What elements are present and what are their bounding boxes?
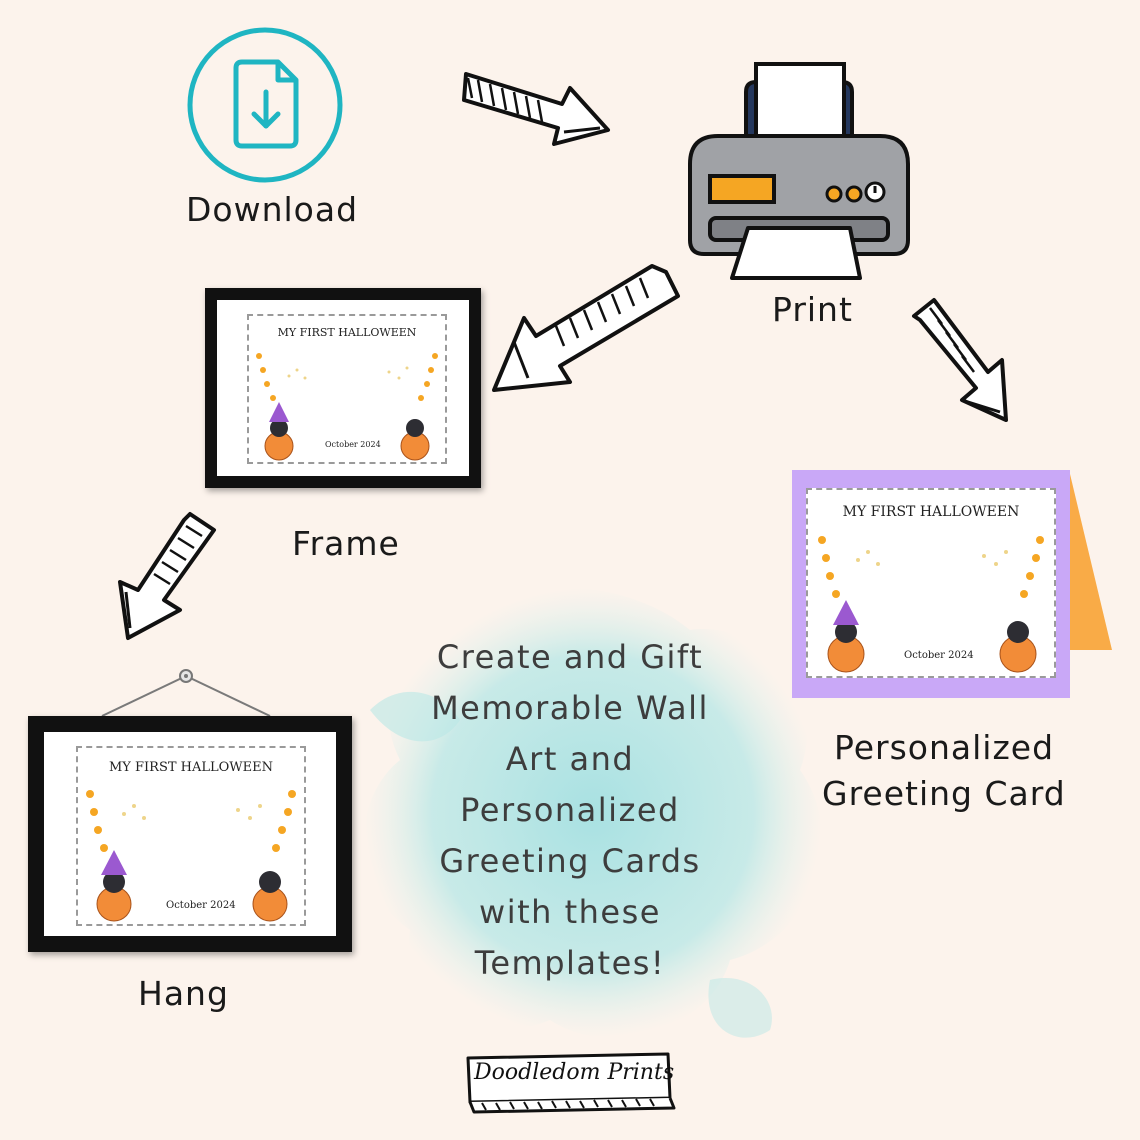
sketch-arrow-icon: [118, 512, 216, 640]
hang-label: Hang: [138, 974, 229, 1013]
candy-corn-decoration: [256, 353, 438, 461]
brand-name: Doodledom Prints: [474, 1060, 675, 1085]
sketch-arrow-icon: [492, 264, 680, 392]
card-label-line2: Greeting Card: [822, 774, 1066, 813]
template-date: October 2024: [325, 440, 381, 449]
printer-icon: [688, 62, 910, 280]
hanging-framed-print: MY FIRST HALLOWEEN October 2024: [28, 716, 352, 952]
template-title: MY FIRST HALLOWEEN: [277, 326, 417, 339]
center-message-line: Personalized: [460, 791, 680, 829]
print-label: Print: [772, 290, 853, 329]
halloween-template: MY FIRST HALLOWEEN October 2024: [76, 746, 306, 926]
halloween-template: MY FIRST HALLOWEEN October 2024: [247, 314, 447, 464]
download-label: Download: [186, 190, 359, 229]
candy-corn-decoration: [86, 790, 296, 922]
card-label-line1: Personalized: [834, 728, 1055, 767]
brand-logo-frame: [466, 1052, 676, 1114]
template-title: MY FIRST HALLOWEEN: [842, 504, 1020, 520]
center-message-line: Greeting Cards: [439, 842, 701, 880]
frame-label: Frame: [292, 524, 400, 563]
center-message: Create and Gift Memorable Wall Art and P…: [400, 632, 740, 989]
halloween-template: MY FIRST HALLOWEEN October 2024: [806, 488, 1056, 678]
template-date: October 2024: [904, 650, 974, 661]
center-message-line: with these: [479, 893, 661, 931]
greeting-card: MY FIRST HALLOWEEN October 2024: [792, 470, 1070, 698]
center-message-line: Memorable Wall: [431, 689, 709, 727]
center-message-line: Create and Gift: [436, 638, 704, 676]
framed-print: MY FIRST HALLOWEEN October 2024: [205, 288, 481, 488]
sketch-arrow-icon: [462, 72, 610, 146]
file-download-icon: [187, 27, 343, 183]
watercolor-blob: [363, 587, 823, 1038]
template-date: October 2024: [166, 900, 236, 911]
hanging-wire: [101, 669, 271, 717]
sketch-arrow-icon: [912, 298, 1008, 422]
template-title: MY FIRST HALLOWEEN: [108, 760, 274, 775]
center-message-line: Art and: [505, 740, 635, 778]
center-message-line: Templates!: [474, 944, 666, 982]
candy-corn-decoration: [818, 536, 1044, 673]
